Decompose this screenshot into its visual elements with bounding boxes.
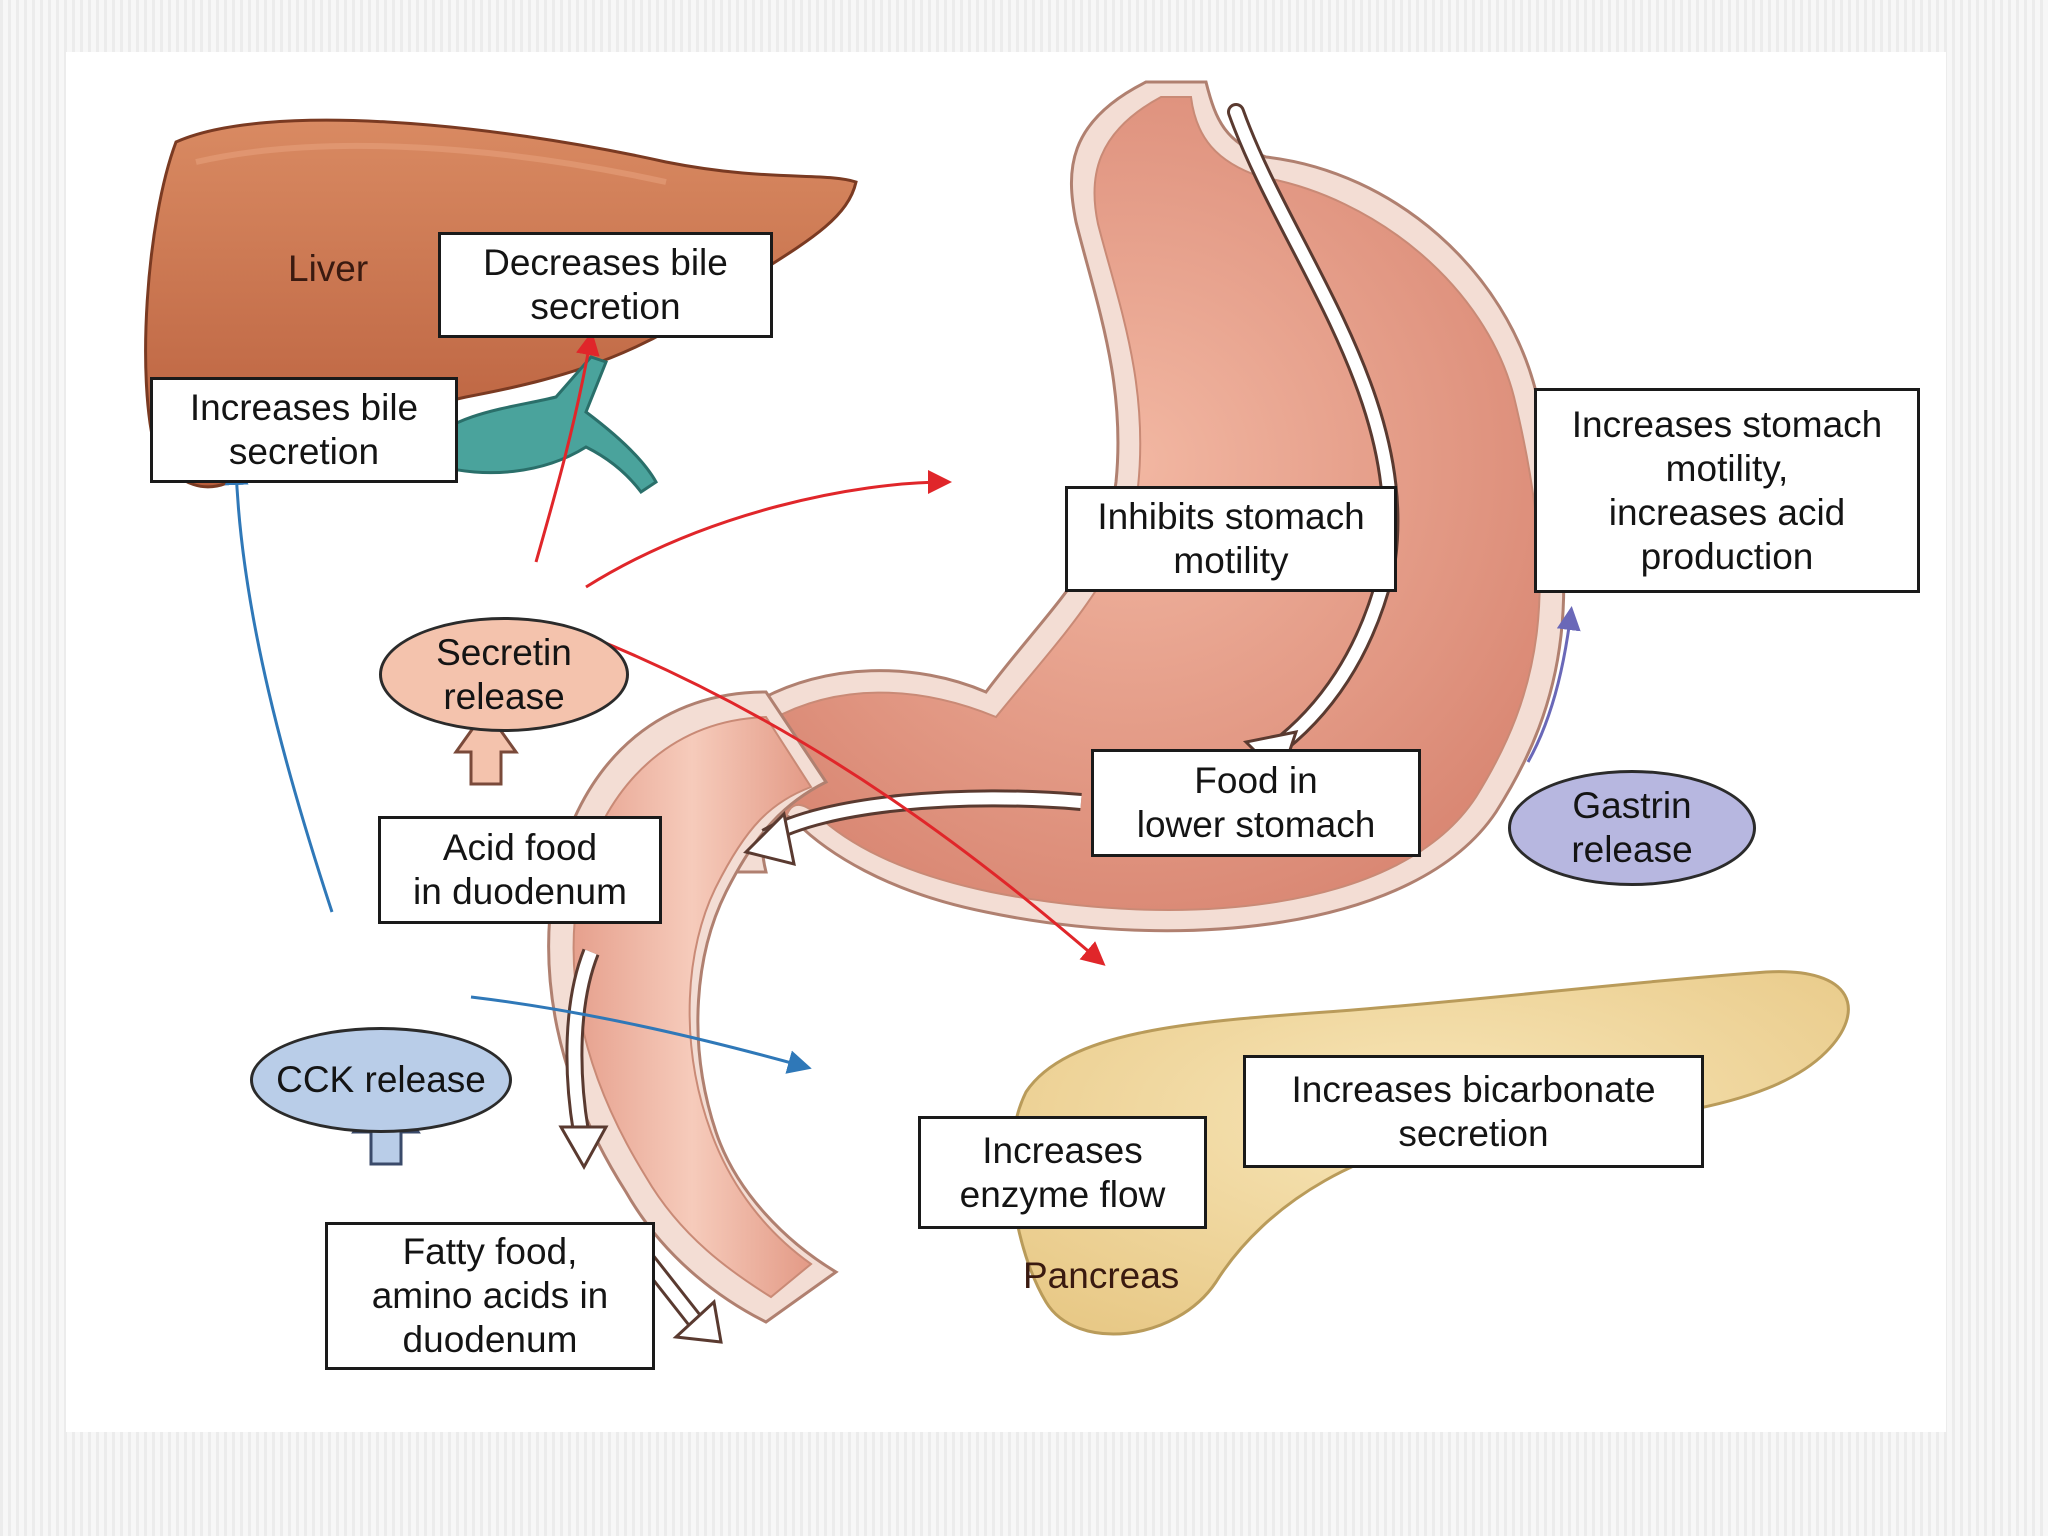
bile-duct-shape <box>424 355 658 495</box>
secretin-to-inhibit-motility-arrow <box>585 470 952 589</box>
secretin-release-oval: Secretin release <box>379 617 629 732</box>
secretin-to-decrease-bile-arrow <box>534 331 600 563</box>
increases-stomach-motility-box: Increases stomach motility, increases ac… <box>1534 388 1920 593</box>
gastrin-release-oval: Gastrin release <box>1508 770 1756 886</box>
decreases-bile-secretion-box: Decreases bile secretion <box>438 232 773 338</box>
liver-label: Liver <box>288 248 369 289</box>
fatty-food-duodenum-box: Fatty food, amino acids in duodenum <box>325 1222 655 1370</box>
diagram-frame: Liver Pancreas Decreases bile secretion … <box>66 52 1946 1432</box>
cck-release-oval: CCK release <box>250 1027 512 1133</box>
gastrin-to-motility-arrow <box>1526 606 1581 763</box>
secretin-to-bicarbonate-arrow <box>590 635 1106 966</box>
cck-to-increase-bile-arrow <box>224 461 334 913</box>
cck-to-enzyme-arrow <box>470 995 812 1074</box>
acid-food-duodenum-box: Acid food in duodenum <box>378 816 662 924</box>
food-lower-stomach-box: Food in lower stomach <box>1091 749 1421 857</box>
increases-enzyme-flow-box: Increases enzyme flow <box>918 1116 1207 1229</box>
increases-bicarbonate-box: Increases bicarbonate secretion <box>1243 1055 1704 1168</box>
inhibits-stomach-motility-box: Inhibits stomach motility <box>1065 486 1397 592</box>
increases-bile-secretion-box: Increases bile secretion <box>150 377 458 483</box>
pancreas-label: Pancreas <box>1023 1255 1180 1296</box>
